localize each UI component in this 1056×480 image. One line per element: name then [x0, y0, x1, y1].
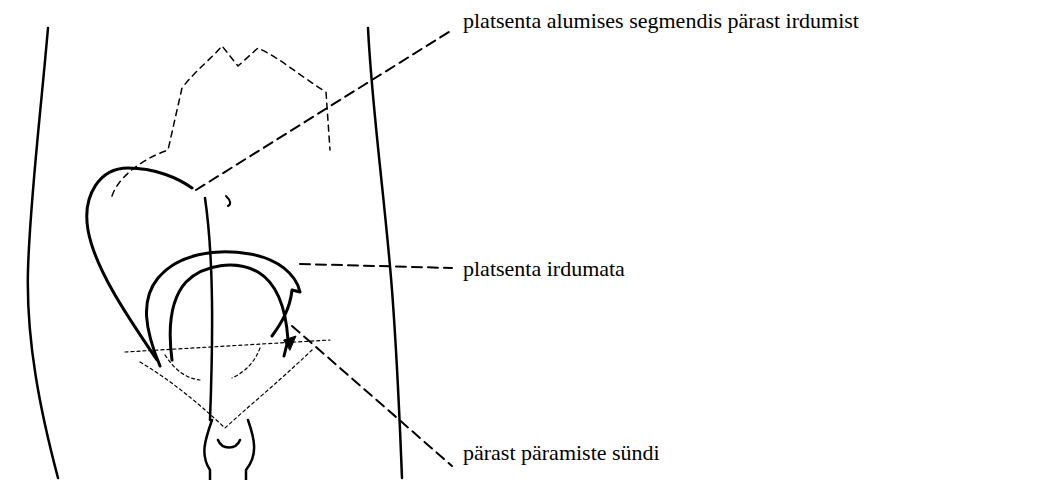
- body-outline-right: [368, 28, 402, 478]
- label-text: platsenta irdumata: [461, 256, 627, 282]
- leader-line: [300, 264, 452, 268]
- axis-line: [205, 198, 212, 420]
- pelvis-outline: [125, 340, 330, 428]
- body-outline-left: [28, 28, 58, 478]
- label-text: platsenta alumises segmendis pärast irdu…: [461, 8, 861, 34]
- leader-line: [196, 30, 452, 190]
- mark: [226, 196, 230, 206]
- uterus-tip: [284, 336, 296, 350]
- vulva-outline: [204, 420, 254, 480]
- label-text: pärast päramiste sündi: [461, 440, 662, 466]
- ribcage-outline: [112, 46, 330, 196]
- leader-line: [292, 326, 452, 466]
